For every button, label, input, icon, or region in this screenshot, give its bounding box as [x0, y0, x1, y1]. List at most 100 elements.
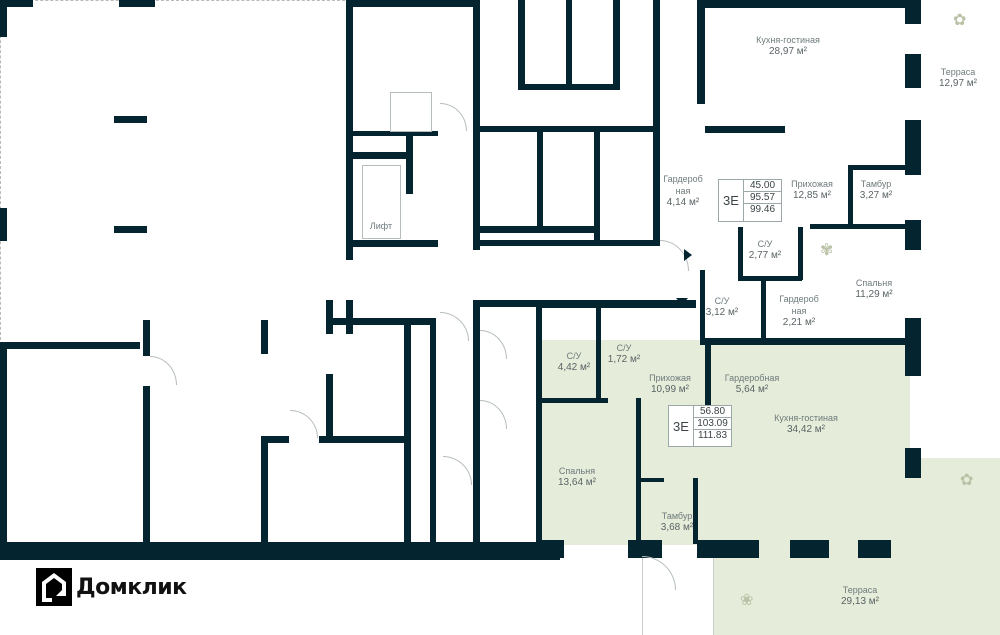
- wall: [810, 224, 920, 229]
- wall: [705, 126, 785, 133]
- wall: [0, 0, 33, 7]
- wall: [143, 320, 150, 356]
- wall: [0, 208, 7, 241]
- wall: [905, 220, 921, 250]
- plant-icon: ✿: [953, 12, 967, 29]
- plant-icon: ✿: [960, 472, 974, 489]
- wall: [346, 0, 353, 260]
- total-area: 103.09: [694, 418, 731, 430]
- wall: [143, 386, 150, 544]
- wall: [480, 126, 655, 132]
- wall: [693, 478, 698, 544]
- wall: [473, 300, 480, 544]
- wall: [480, 240, 660, 246]
- elevator-label: Лифт: [369, 221, 393, 231]
- wall: [848, 165, 853, 225]
- total-with-terrace: 111.83: [697, 430, 728, 441]
- wall: [0, 0, 7, 37]
- wall: [858, 540, 891, 558]
- wall: [261, 436, 268, 544]
- wall: [700, 338, 920, 345]
- wall: [798, 227, 803, 280]
- wall: [636, 478, 664, 482]
- wall: [404, 318, 411, 544]
- wall: [480, 226, 600, 233]
- wall: [905, 54, 921, 88]
- entrance-arrow-icon: [676, 298, 688, 305]
- wall: [261, 436, 289, 443]
- wall: [613, 0, 620, 88]
- boundary-left: [0, 0, 1, 345]
- domclick-house-icon: [36, 568, 72, 606]
- elevator-cabin: [362, 165, 401, 239]
- wall: [518, 0, 525, 88]
- plant-icon: ❀: [740, 592, 754, 609]
- domclick-logo[interactable]: Домклик: [36, 568, 187, 606]
- lower-terrace-outline: [642, 548, 714, 635]
- door[interactable]: [480, 330, 507, 359]
- wall: [353, 152, 409, 159]
- wall: [540, 540, 564, 558]
- door[interactable]: [290, 410, 318, 438]
- wall: [594, 130, 600, 245]
- wall: [761, 280, 766, 342]
- wall: [0, 542, 560, 560]
- door[interactable]: [440, 103, 467, 131]
- door[interactable]: [150, 356, 177, 385]
- wall: [536, 308, 542, 544]
- wall: [537, 130, 543, 226]
- wall: [261, 320, 268, 354]
- wall: [566, 0, 572, 88]
- unit-badge[interactable]: 3E 56.80 103.09 111.83: [668, 405, 732, 447]
- wall: [319, 436, 404, 443]
- wall: [326, 300, 333, 334]
- wall: [518, 84, 620, 90]
- total-with-terrace: 99.46: [749, 204, 776, 215]
- unit-type: 3E: [669, 406, 694, 446]
- wall: [540, 398, 608, 403]
- stairs: [390, 92, 432, 132]
- wall: [653, 128, 660, 246]
- wall: [346, 300, 353, 334]
- wall: [628, 540, 662, 558]
- wall: [346, 0, 476, 7]
- wall: [596, 308, 601, 398]
- wall: [326, 374, 333, 436]
- wall: [653, 0, 660, 130]
- boundary-top: [0, 0, 345, 1]
- unit-type: 3E: [719, 180, 744, 221]
- door[interactable]: [443, 456, 472, 485]
- door[interactable]: [480, 400, 507, 429]
- unit-badge[interactable]: 3E 45.00 95.57 99.46: [718, 179, 782, 222]
- wall: [114, 116, 147, 123]
- wall: [905, 448, 921, 478]
- wall: [480, 300, 540, 307]
- lower-terrace-fill: [713, 458, 1000, 635]
- wall: [700, 270, 705, 342]
- wall: [119, 0, 155, 7]
- wall: [905, 120, 921, 175]
- wall: [790, 540, 829, 558]
- wall: [0, 342, 140, 349]
- wall: [473, 0, 480, 250]
- wall: [697, 0, 705, 104]
- total-area: 95.57: [744, 192, 781, 204]
- door[interactable]: [440, 312, 469, 341]
- wall: [326, 318, 430, 325]
- wall: [705, 345, 711, 407]
- plant-icon: ✾: [820, 242, 834, 259]
